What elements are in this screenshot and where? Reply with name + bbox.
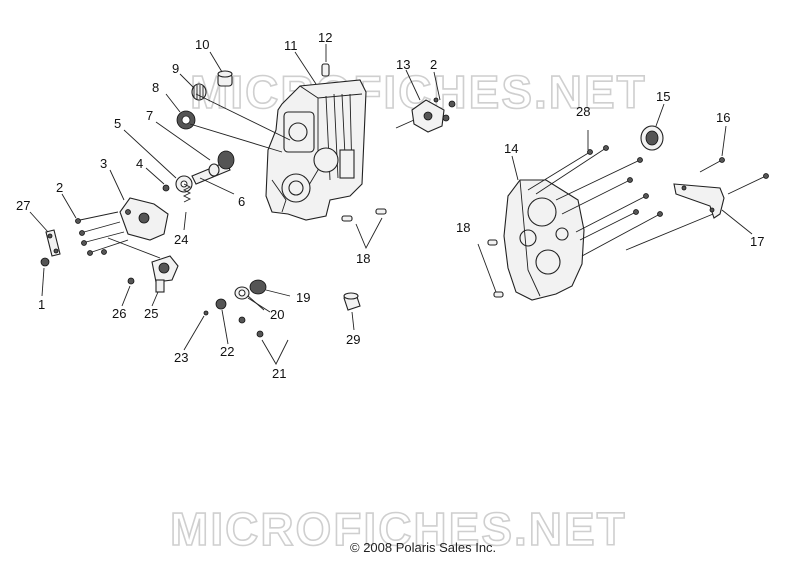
callout-19: 19 bbox=[296, 290, 310, 305]
cover-plate bbox=[395, 99, 445, 133]
callout-22: 22 bbox=[220, 344, 234, 359]
shift-lever bbox=[45, 229, 61, 257]
callout-23: 23 bbox=[174, 350, 188, 365]
needle-bearing bbox=[191, 83, 207, 101]
copyright-notice: © 2008 Polaris Sales Inc. bbox=[350, 540, 497, 555]
shift-cover bbox=[119, 197, 169, 241]
gearcase-housing bbox=[265, 79, 367, 221]
callout-3: 3 bbox=[100, 156, 107, 171]
watermark-bottom: MICROFICHES.NET bbox=[170, 503, 627, 555]
callout-13: 13 bbox=[396, 57, 410, 72]
reverse-gear-cluster bbox=[203, 279, 291, 365]
mounting-bracket bbox=[673, 183, 725, 219]
bracket-bolts bbox=[625, 157, 769, 251]
callout-24: 24 bbox=[174, 232, 188, 247]
callout-4: 4 bbox=[136, 156, 143, 171]
bolts-cover bbox=[433, 97, 456, 122]
callout-20: 20 bbox=[270, 307, 284, 322]
callout-9: 9 bbox=[172, 61, 179, 76]
drain-plug bbox=[343, 292, 361, 311]
callout-14: 14 bbox=[504, 141, 518, 156]
ball-bearing bbox=[640, 125, 664, 151]
callout-labels: 10 11 12 13 2 9 8 5 7 3 4 2 6 27 24 1 26… bbox=[16, 30, 764, 381]
plug bbox=[217, 70, 233, 87]
callout-15: 15 bbox=[656, 89, 670, 104]
callout-26: 26 bbox=[112, 306, 126, 321]
dowel-pins-right bbox=[477, 239, 504, 298]
callout-16: 16 bbox=[716, 110, 730, 125]
callout-5: 5 bbox=[114, 116, 121, 131]
spring bbox=[182, 183, 192, 203]
callout-6: 6 bbox=[238, 194, 245, 209]
callout-8: 8 bbox=[152, 80, 159, 95]
spacer-washer bbox=[162, 175, 193, 193]
callout-21: 21 bbox=[272, 366, 286, 381]
callout-2-top: 2 bbox=[430, 57, 437, 72]
dowel-pins-center bbox=[341, 208, 387, 250]
sensor-bolt bbox=[127, 277, 135, 285]
callout-7: 7 bbox=[146, 108, 153, 123]
callout-2-left: 2 bbox=[56, 180, 63, 195]
leader-lines bbox=[29, 44, 753, 351]
callout-18-right: 18 bbox=[456, 220, 470, 235]
callout-17: 17 bbox=[750, 234, 764, 249]
callout-29: 29 bbox=[346, 332, 360, 347]
dowel-pin bbox=[321, 63, 330, 77]
bolts-left bbox=[75, 211, 129, 256]
callout-1: 1 bbox=[38, 297, 45, 312]
nut bbox=[40, 257, 50, 267]
oil-seal bbox=[176, 110, 196, 130]
callout-10: 10 bbox=[195, 37, 209, 52]
speed-sensor bbox=[151, 255, 179, 293]
callout-11: 11 bbox=[284, 38, 298, 53]
callout-27: 27 bbox=[16, 198, 30, 213]
gearcase-cover bbox=[503, 179, 585, 301]
callout-12: 12 bbox=[318, 30, 332, 45]
callout-25: 25 bbox=[144, 306, 158, 321]
callout-28: 28 bbox=[576, 104, 590, 119]
long-bolts bbox=[527, 130, 663, 257]
callout-18-center: 18 bbox=[356, 251, 370, 266]
